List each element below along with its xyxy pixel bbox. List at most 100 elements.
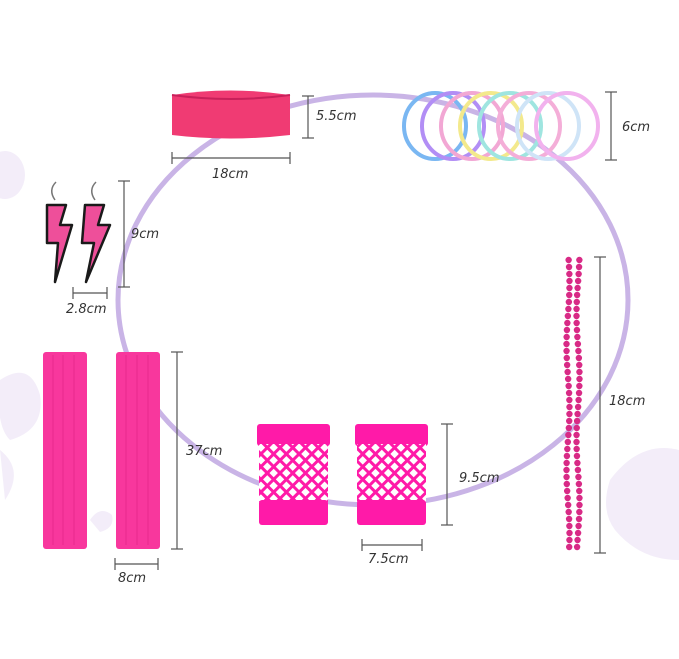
- necklace-bead: [576, 487, 583, 495]
- blob-left-top: [0, 151, 25, 199]
- necklace-bead: [564, 368, 571, 376]
- necklace-bead: [573, 438, 580, 446]
- necklace-bead: [566, 529, 573, 537]
- headband-dimension-lines: [171, 95, 314, 164]
- necklace-bead: [575, 270, 582, 278]
- necklace-bead: [565, 389, 573, 397]
- leg-warmers-length-label: 37cm: [186, 444, 223, 459]
- blob-left-mid: [0, 372, 41, 440]
- earrings-height-label: 9cm: [131, 227, 160, 242]
- necklace-bead: [566, 291, 573, 299]
- necklace-bead: [574, 277, 582, 285]
- necklace-bead: [565, 508, 572, 516]
- headband-height-label: 5.5cm: [316, 109, 357, 124]
- necklace-bead: [575, 473, 582, 481]
- necklace-dimension-lines: [594, 256, 606, 554]
- earrings-dimension-lines: [72, 180, 130, 299]
- necklace-bead: [563, 466, 570, 474]
- necklace-bead: [574, 536, 581, 544]
- necklace-bead: [563, 473, 570, 481]
- necklace-bead: [563, 487, 571, 495]
- necklace-bead: [574, 340, 582, 348]
- necklace-bead: [575, 389, 583, 397]
- necklace-bead: [576, 368, 583, 376]
- necklace-bead: [573, 431, 580, 439]
- necklace-bead: [573, 305, 580, 313]
- necklace-bead: [566, 270, 573, 278]
- necklace-bead: [565, 382, 572, 390]
- necklace-bead: [575, 515, 583, 523]
- necklace-bead: [575, 522, 582, 530]
- necklace-bead: [566, 536, 573, 544]
- necklace-bead: [573, 319, 580, 327]
- necklace-bead: [576, 382, 583, 390]
- necklace-bead: [576, 256, 583, 264]
- necklace-bead: [563, 333, 570, 341]
- background-blobs: [0, 151, 679, 560]
- bracelets-dimension-lines: [605, 91, 617, 161]
- bracelets-size-label: 6cm: [622, 120, 651, 135]
- necklace-bead: [564, 375, 572, 383]
- necklace-bead: [576, 375, 583, 383]
- necklace-bead: [575, 347, 582, 355]
- necklace-bead: [565, 263, 573, 271]
- blob-left-low: [0, 450, 14, 500]
- necklace-bead: [575, 396, 582, 404]
- bracelet-ring: [534, 91, 600, 161]
- bracelet-ring: [402, 91, 468, 161]
- necklace-bead: [565, 305, 572, 313]
- necklace-bead: [564, 494, 571, 502]
- necklace-bead: [574, 403, 582, 411]
- necklace-bead: [574, 466, 582, 474]
- necklace-bead: [573, 424, 580, 432]
- necklace-bead: [565, 431, 572, 439]
- necklace-bead: [564, 438, 572, 446]
- necklace-bead: [566, 284, 573, 292]
- necklace-bead: [566, 396, 573, 404]
- necklace-bead: [565, 543, 573, 551]
- necklace-bead: [563, 347, 570, 355]
- blob-right: [606, 448, 679, 560]
- necklace-bead: [563, 326, 571, 334]
- necklace-bead: [563, 459, 570, 467]
- necklace-bead: [565, 256, 572, 264]
- necklace-bead: [576, 361, 583, 369]
- necklace-bead: [576, 508, 583, 516]
- necklace-bead: [573, 452, 581, 460]
- bracelet-ring: [515, 91, 581, 161]
- headband-icon: [171, 90, 291, 139]
- fishnet-gloves-icon: [257, 424, 428, 525]
- leg-warmers-dimension-lines: [114, 351, 183, 570]
- necklace-bead: [566, 417, 573, 425]
- leg-warmers-width-label: 8cm: [118, 571, 147, 586]
- necklace-bead: [574, 410, 581, 418]
- necklace-bead: [563, 340, 570, 348]
- gloves-width-label: 7.5cm: [368, 552, 409, 567]
- necklace-bead: [563, 361, 571, 369]
- necklace-bead: [574, 459, 581, 467]
- necklace-bead: [566, 277, 573, 285]
- necklace-bead: [564, 312, 572, 320]
- gloves-height-label: 9.5cm: [459, 471, 500, 486]
- necklace-bead: [563, 480, 570, 488]
- necklace-bead: [566, 522, 573, 530]
- necklace-bead: [574, 529, 582, 537]
- bracelet-ring: [496, 91, 562, 161]
- necklace-bead: [564, 501, 572, 509]
- necklace-bead: [564, 319, 571, 327]
- necklace-bead: [576, 494, 583, 502]
- necklace-bead: [576, 501, 583, 509]
- necklace-bead: [565, 515, 573, 523]
- headband-width-label: 18cm: [212, 167, 249, 182]
- necklace-bead: [573, 543, 581, 551]
- glow-bracelets-icon: [402, 91, 600, 161]
- necklace-bead: [563, 452, 571, 460]
- necklace-bead: [566, 403, 573, 411]
- necklace-bead: [564, 445, 571, 453]
- earrings-width-label: 2.8cm: [66, 302, 107, 317]
- necklace-bead: [573, 326, 581, 334]
- necklace-bead: [565, 424, 573, 432]
- leg-warmers-icon: [43, 352, 160, 549]
